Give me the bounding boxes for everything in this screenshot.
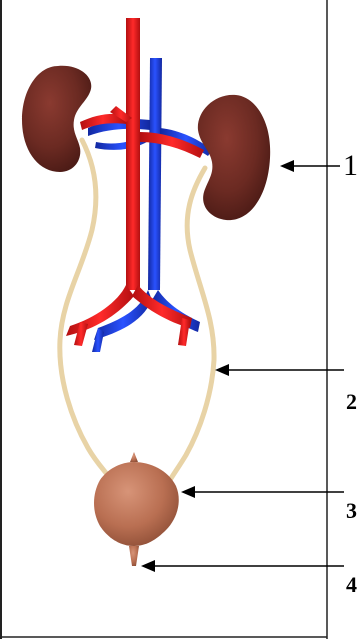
arrow-2 [215,364,344,376]
label-4: 4 [346,574,357,596]
left-ureter [60,140,110,478]
arrow-3 [181,486,344,498]
label-2: 2 [346,391,357,413]
urinary-bladder [94,452,179,566]
aorta [66,18,204,346]
arrow-4 [141,560,344,572]
left-kidney [22,66,91,172]
right-kidney [198,95,270,220]
arrow-1 [280,160,340,172]
label-1: 1 [343,151,358,181]
label-3: 3 [346,500,357,522]
